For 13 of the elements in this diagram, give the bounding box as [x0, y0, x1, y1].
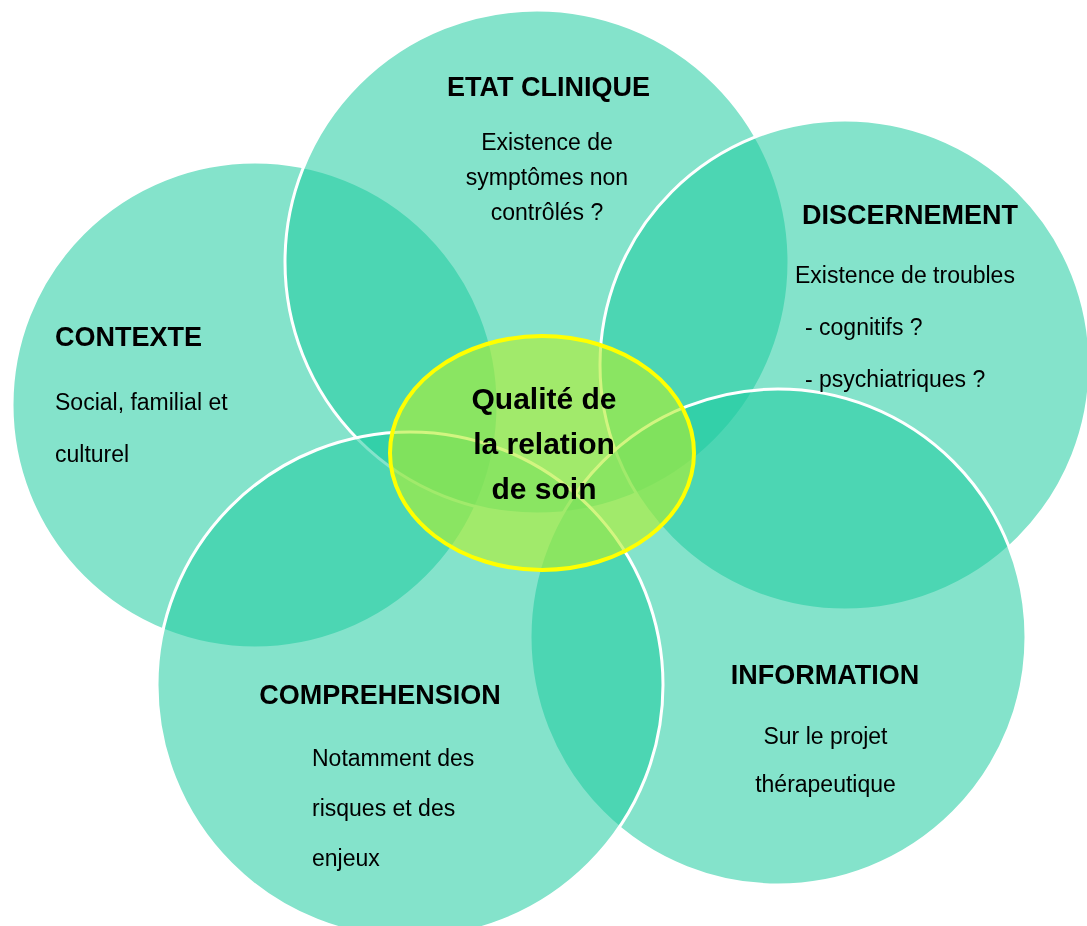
circle-body-text: Existence de symptômes non contrôlés ?	[464, 128, 630, 227]
circle-heading: DISCERNEMENT	[801, 199, 1019, 232]
circle-heading: ETAT CLINIQUE	[447, 71, 647, 104]
circle-heading: CONTEXTE	[55, 321, 203, 354]
circle-heading: COMPREHENSION	[258, 679, 502, 712]
circle-body-text: Social, familial et culturel	[55, 388, 229, 469]
circle-body-text: Sur le projet thérapeutique	[754, 722, 897, 799]
circle-body-text: - cognitifs ?	[805, 313, 924, 342]
circle-heading: INFORMATION	[729, 659, 921, 692]
center-label: Qualité de la relation de soin	[470, 381, 618, 507]
circle-body-text: - psychiatriques ?	[805, 365, 987, 394]
circle-body-text: Notamment des risques et des enjeux	[312, 744, 476, 873]
circle-body-text: Existence de troubles	[795, 261, 1016, 290]
